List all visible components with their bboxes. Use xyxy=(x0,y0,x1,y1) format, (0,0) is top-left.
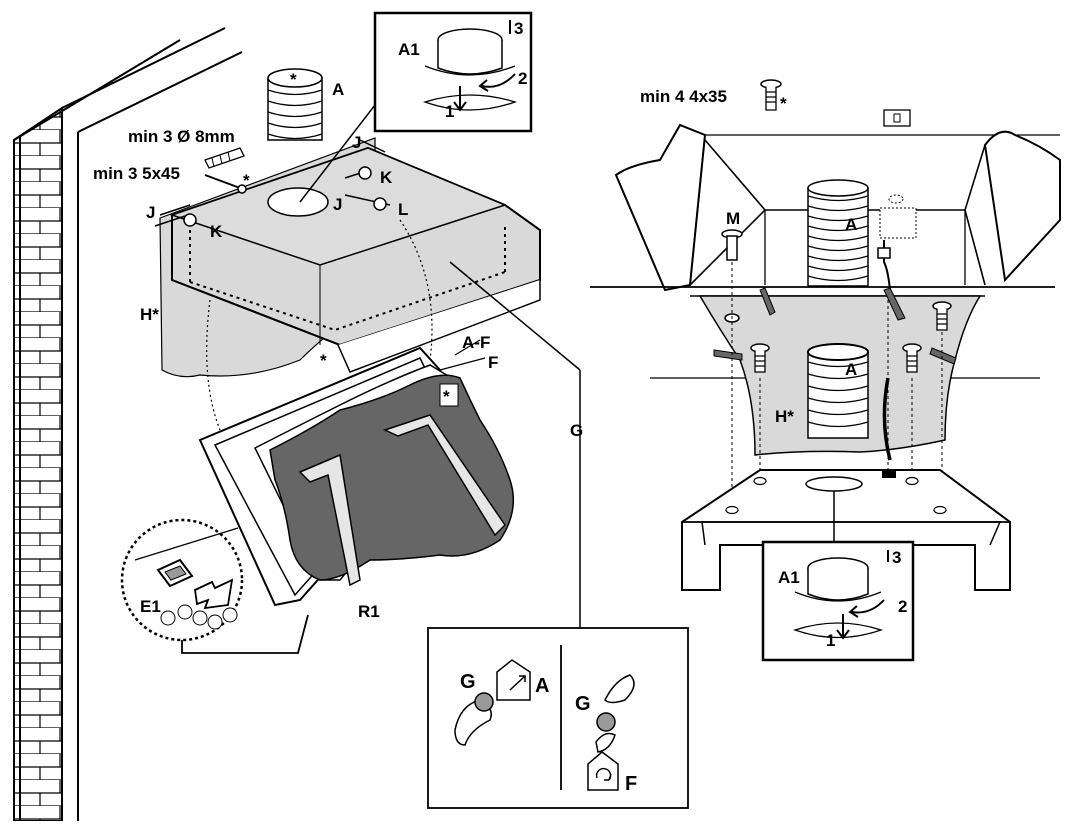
wall-plug-icon xyxy=(204,147,245,169)
label-h-right: H* xyxy=(775,407,794,426)
note-wall-screws: min 3 5x45 xyxy=(93,164,180,183)
screw-j-left xyxy=(154,139,391,227)
filter-latch-detail xyxy=(120,518,309,654)
wall-panel-h-right xyxy=(698,287,982,461)
asterisk-filter: * xyxy=(443,387,450,406)
hood-body xyxy=(169,146,541,373)
asterisk-duct: * xyxy=(290,70,297,89)
label-j-left: J xyxy=(146,203,155,222)
brick-wall xyxy=(13,27,243,822)
label-a-mid-right: A xyxy=(845,360,857,379)
leader-lines xyxy=(206,104,581,630)
legend-f: F xyxy=(625,773,637,795)
dashed-guides xyxy=(731,262,943,505)
label-r1: R1 xyxy=(358,602,380,621)
label-k-left: K xyxy=(210,222,223,241)
recirculation-mode-icon xyxy=(587,751,619,791)
screw-icon xyxy=(760,79,782,111)
label-a-f: A-F xyxy=(462,333,490,352)
note-wall-plugs: min 3 Ø 8mm xyxy=(128,127,235,146)
inset-a1-left xyxy=(373,11,533,133)
screw-m xyxy=(721,229,743,261)
label-h-left: H* xyxy=(140,305,159,324)
label-3-right: 3 xyxy=(892,548,901,567)
label-e1: E1 xyxy=(140,597,161,616)
asterisk-hood: * xyxy=(320,351,327,370)
label-1-right: 1 xyxy=(826,631,835,650)
screw-icon xyxy=(204,174,247,194)
label-k-right: K xyxy=(380,168,393,187)
ceiling-screws xyxy=(750,301,952,373)
label-l: L xyxy=(398,200,408,219)
inset-a1-right xyxy=(761,540,915,662)
hood-body-right xyxy=(681,469,1011,591)
electric-socket-icon xyxy=(877,109,917,291)
duct-a-stack xyxy=(267,68,323,141)
mode-legend: G A G F xyxy=(427,627,689,809)
label-j-top: J xyxy=(352,133,361,152)
label-j-mid: J xyxy=(333,195,342,214)
note-ceiling-screws: min 4 4x35 xyxy=(640,87,727,106)
label-m: M xyxy=(726,209,740,228)
legend-g-left: G xyxy=(460,671,476,693)
label-a: A xyxy=(332,80,344,99)
label-a1-right: A1 xyxy=(778,568,800,587)
asterisk-ceiling-screws: * xyxy=(780,94,787,113)
legend-left-filter-blob xyxy=(454,692,494,746)
charcoal-filter-f xyxy=(269,374,515,587)
legend-right-filter-blob xyxy=(595,674,635,753)
label-1-left: 1 xyxy=(445,102,454,121)
label-a-top-right: A xyxy=(845,215,857,234)
label-g: G xyxy=(570,421,583,440)
label-3-left: 3 xyxy=(514,19,523,38)
label-f-filter: F xyxy=(488,353,498,372)
left-labels: min 3 Ø 8mm min 3 5x45 * * A A1 3 2 1 J … xyxy=(93,19,583,621)
cabinet-unit xyxy=(590,123,1061,379)
extraction-mode-icon xyxy=(496,659,531,701)
legend-g-right: G xyxy=(575,693,591,715)
label-2-right: 2 xyxy=(898,597,907,616)
label-a1-left: A1 xyxy=(398,40,420,59)
legend-a: A xyxy=(535,675,549,697)
label-2-left: 2 xyxy=(518,69,527,88)
asterisk-screws: * xyxy=(243,171,250,190)
right-labels: min 4 4x35 * M A A H* A1 3 2 1 xyxy=(640,87,907,650)
duct-a-right xyxy=(807,179,869,287)
